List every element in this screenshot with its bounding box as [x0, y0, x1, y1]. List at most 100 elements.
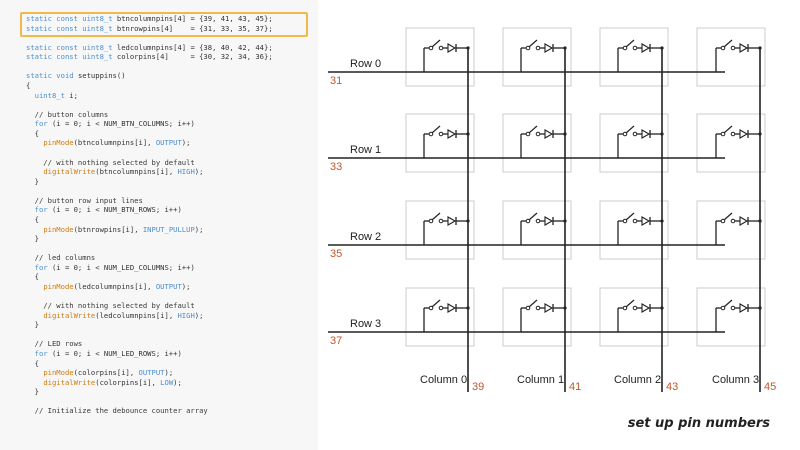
code-token: // with nothing selected by default	[26, 157, 195, 167]
code-line: for (i = 0; i < NUM_BTN_ROWS; i++)	[26, 205, 182, 214]
code-line: digitalWrite(btncolumnpins[i], HIGH);	[26, 167, 203, 176]
switch-contact	[622, 305, 628, 311]
code-token: setuppins()	[77, 71, 126, 81]
code-token	[26, 282, 43, 291]
switch-lever	[625, 125, 635, 134]
switch-box	[405, 200, 475, 260]
code-token: OUTPUT	[155, 138, 182, 148]
switch-contact	[428, 45, 434, 51]
switch-box	[502, 113, 572, 173]
code-token: (ledcolumnpins[i],	[73, 281, 156, 291]
column-pin-number: 39	[472, 381, 484, 393]
code-token: for	[34, 348, 52, 358]
switch-lever	[431, 39, 441, 48]
code-line: pinMode(ledcolumnpins[i], OUTPUT);	[26, 282, 190, 291]
switch-contact	[525, 218, 531, 224]
highlighted-pin-declarations	[20, 12, 308, 37]
switch-contact	[525, 305, 531, 311]
code-line: for (i = 0; i < NUM_BTN_COLUMNS; i++)	[26, 119, 195, 128]
switch-lever	[625, 212, 635, 221]
diode-symbol	[544, 303, 554, 313]
code-token: LOW	[160, 377, 174, 387]
code-line: }	[26, 320, 39, 329]
column-label: Column 2	[614, 374, 661, 386]
code-token: static const uint8_t	[26, 23, 117, 33]
code-token: HIGH	[177, 310, 195, 320]
code-token: OUTPUT	[138, 368, 165, 378]
code-line: static const uint8_t ledcolumnpins[4] = …	[26, 43, 273, 52]
junction-dot	[660, 132, 664, 136]
junction-dot	[466, 219, 470, 223]
code-token: INPUT_PULLUP	[142, 224, 195, 234]
column-pin-number: 43	[666, 381, 678, 393]
switch-box	[405, 287, 475, 347]
column-label: Column 1	[517, 374, 564, 386]
switch-box	[405, 113, 475, 173]
code-token: }	[26, 176, 39, 186]
code-token: );	[194, 167, 204, 177]
code-token: // button columns	[26, 109, 109, 119]
switch-contact	[535, 45, 541, 51]
code-line: // led columns	[26, 253, 96, 262]
switch-lever	[528, 212, 538, 221]
code-line: pinMode(btnrowpins[i], INPUT_PULLUP);	[26, 225, 203, 234]
code-token: i;	[69, 90, 78, 100]
junction-dot	[563, 132, 567, 136]
row-pin-number: 31	[330, 75, 342, 87]
diode-symbol	[447, 129, 457, 139]
code-token: static const uint8_t	[26, 52, 117, 62]
code-token: );	[181, 281, 191, 291]
switch-box	[502, 200, 572, 260]
diode-symbol	[447, 303, 457, 313]
column-pin-number: 45	[764, 381, 776, 393]
column-label: Column 3	[712, 374, 759, 386]
code-token: (i = 0; i < NUM_LED_ROWS; i++)	[51, 348, 182, 358]
code-token: pinMode	[43, 368, 74, 378]
code-line: for (i = 0; i < NUM_LED_ROWS; i++)	[26, 349, 182, 358]
code-line: digitalWrite(ledcolumnpins[i], HIGH);	[26, 311, 203, 320]
code-line: // LED rows	[26, 339, 83, 348]
junction-dot	[758, 219, 762, 223]
switch-lever	[625, 299, 635, 308]
code-token: pinMode	[43, 281, 74, 291]
code-token	[26, 91, 35, 100]
switch-lever	[625, 39, 635, 48]
switch-lever	[723, 299, 733, 308]
code-token: (colorpins[i],	[73, 368, 139, 378]
code-token: static const uint8_t	[26, 42, 117, 52]
switch-contact	[428, 305, 434, 311]
junction-dot	[660, 219, 664, 223]
switch-contact	[438, 218, 444, 224]
code-token: }	[26, 387, 39, 397]
code-token: OUTPUT	[155, 281, 182, 291]
code-token	[26, 205, 35, 214]
switch-contact	[438, 131, 444, 137]
switch-box	[696, 113, 766, 173]
switch-box	[502, 287, 572, 347]
code-token: }	[26, 320, 39, 330]
code-line: // with nothing selected by default	[26, 301, 195, 311]
row-label: Row 3	[350, 318, 381, 330]
switch-contact	[730, 218, 736, 224]
code-token: pinMode	[43, 138, 74, 148]
code-line: static const uint8_t btncolumnpins[4] = …	[26, 14, 273, 23]
code-token: (i = 0; i < NUM_LED_COLUMNS; i++)	[51, 262, 195, 272]
code-token: colorpins[4] = {30, 32, 34, 36};	[116, 52, 273, 62]
switch-contact	[622, 45, 628, 51]
code-token: for	[34, 262, 52, 272]
switch-contact	[632, 45, 638, 51]
code-token: }	[26, 234, 39, 244]
code-token: // with nothing selected by default	[26, 301, 195, 311]
switch-contact	[438, 45, 444, 51]
code-token	[26, 349, 35, 358]
junction-dot	[660, 46, 664, 50]
code-line: // with nothing selected by default	[26, 157, 195, 167]
junction-dot	[563, 306, 567, 310]
switch-lever	[723, 212, 733, 221]
code-line: // Initialize the debounce counter array	[26, 406, 208, 415]
code-token: ledcolumnpins[4] = {38, 40, 42, 44};	[116, 42, 273, 52]
switch-contact	[632, 131, 638, 137]
row-label: Row 1	[350, 144, 381, 156]
code-line: static const uint8_t btnrowpins[4] = {31…	[26, 24, 273, 33]
